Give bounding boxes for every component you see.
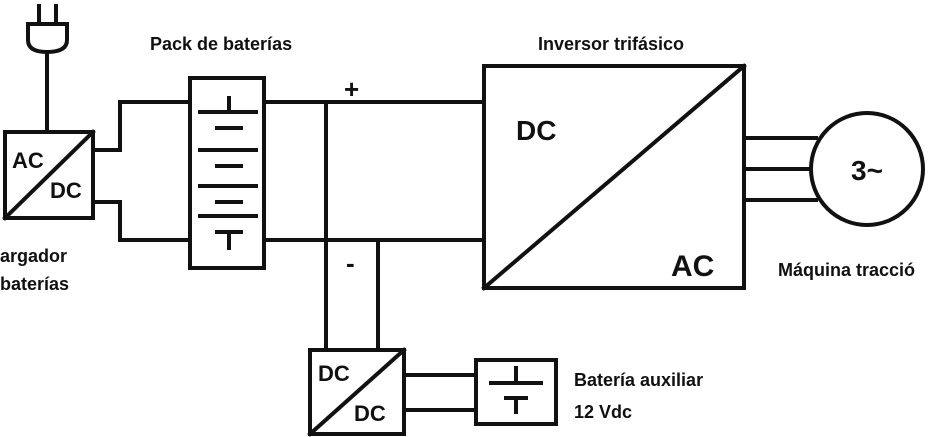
inverter: [481, 63, 747, 291]
charger-converter: [2, 129, 96, 221]
plug-icon: [26, 4, 69, 134]
aux-battery-label-line1: Batería auxiliar: [574, 370, 703, 390]
aux-battery-wires: [402, 373, 478, 412]
aux-battery-label-line2: 12 Vdc: [574, 402, 632, 422]
charger-label-line2: baterías: [0, 274, 69, 294]
charger-wires: [91, 100, 482, 242]
motor-symbol: 3~: [851, 155, 883, 186]
three-phase-wires: [742, 136, 818, 202]
inverter-label: Inversor trifásico: [538, 34, 684, 54]
charger-in-label: AC: [12, 148, 44, 173]
negative-sign: -: [346, 248, 355, 278]
dcdc-out-label: DC: [354, 401, 386, 426]
inverter-in-label: DC: [516, 115, 556, 146]
dcdc-in-label: DC: [318, 361, 350, 386]
aux-battery: [474, 358, 558, 426]
inverter-out-label: AC: [671, 250, 714, 283]
positive-sign: +: [344, 74, 359, 104]
battery-pack: [188, 76, 266, 270]
dcdc-feed-wires: [324, 100, 380, 352]
dcdc-converter: [307, 347, 407, 437]
charger-out-label: DC: [50, 178, 82, 203]
charger-label-line1: argador: [0, 246, 67, 266]
traction-motor: [809, 111, 925, 227]
motor-label: Máquina tracció: [778, 260, 915, 280]
battery-pack-label: Pack de baterías: [150, 34, 292, 54]
